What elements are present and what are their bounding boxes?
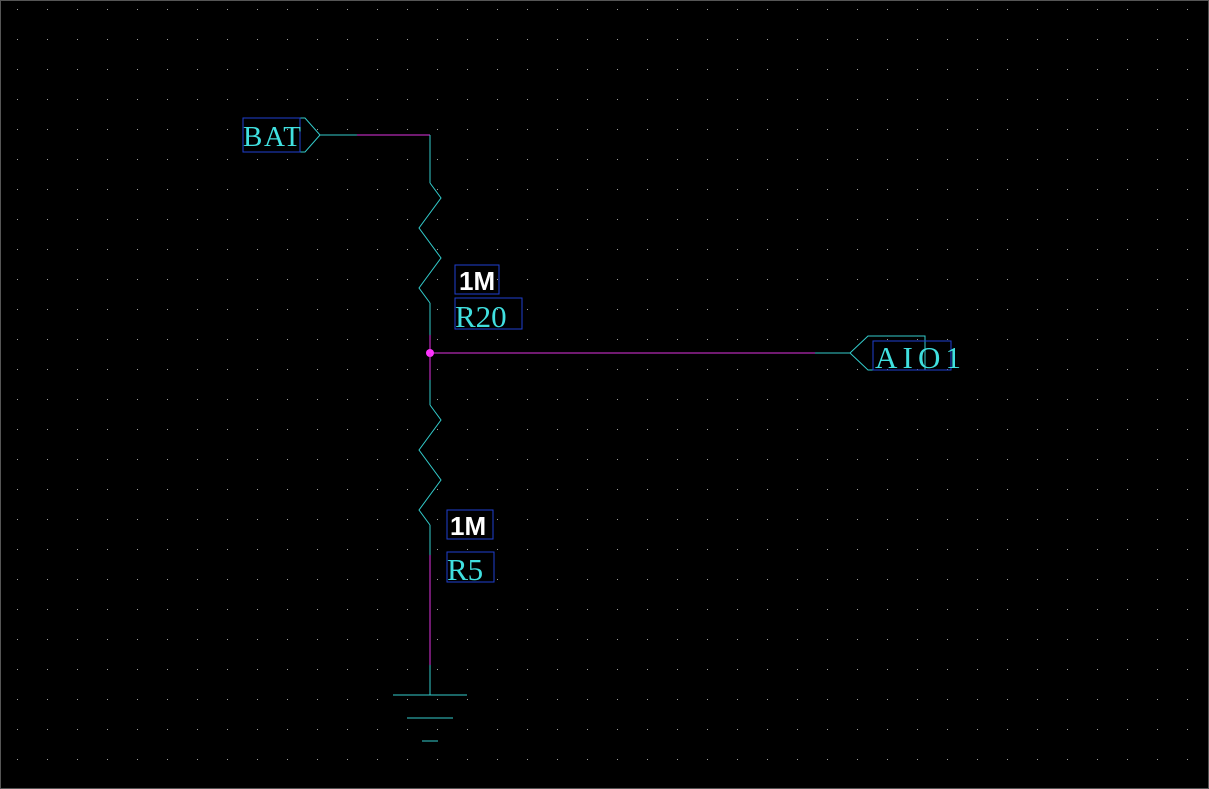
net-port-bat[interactable]: BAT (242, 117, 321, 153)
svg-text:R20: R20 (455, 299, 507, 334)
r5-value-label[interactable]: 1M (446, 509, 494, 541)
svg-text:R5: R5 (447, 552, 483, 587)
resistor-r5-body[interactable] (418, 404, 442, 526)
ground-icon[interactable] (393, 694, 467, 742)
r20-value-label[interactable]: 1M (454, 264, 500, 296)
r5-designator-label[interactable]: R5 (446, 551, 495, 587)
svg-text:1M: 1M (450, 511, 486, 541)
aio1-port-label: AIO1 (875, 340, 961, 375)
r20-designator-label[interactable]: R20 (454, 297, 523, 334)
svg-text:1M: 1M (459, 266, 495, 296)
bat-port-label: BAT (243, 121, 301, 153)
net-port-aio1[interactable]: AIO1 (849, 335, 961, 375)
grid-dots (17, 9, 1188, 760)
resistor-r20-body[interactable] (418, 182, 442, 304)
